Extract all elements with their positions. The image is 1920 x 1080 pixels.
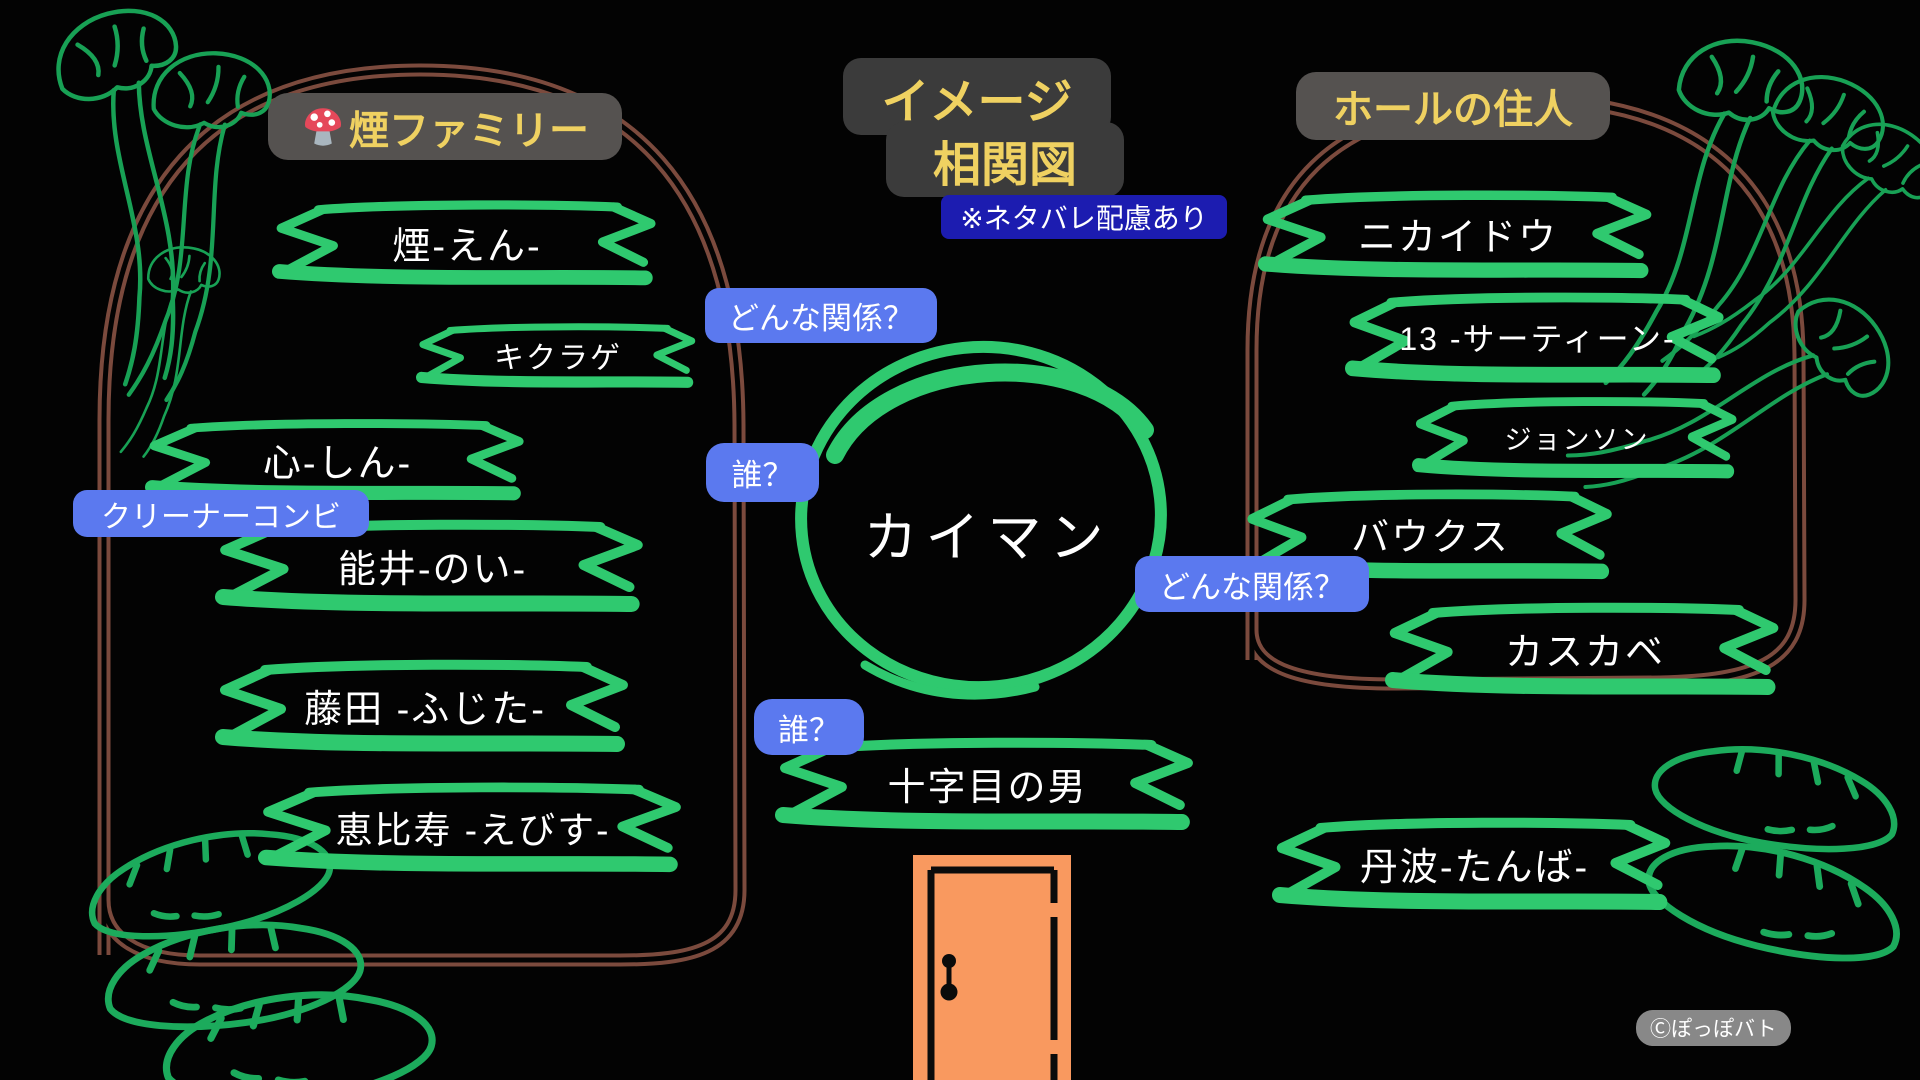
spoiler-note: ※ネタバレ配慮あり (941, 195, 1227, 239)
character-name: 十字目の男 (887, 766, 1088, 809)
page-title-line2: 相関図 (886, 122, 1124, 197)
arch-left (97, 63, 747, 967)
character-name: キクラゲ (494, 342, 622, 375)
ribbon-shape (416, 323, 696, 388)
banner-cross-eyes: 十字目の男 (775, 733, 1200, 833)
banner-ebisu: 恵比寿 -えびす- (258, 778, 688, 875)
character-name: 丹波-たんば- (1359, 846, 1590, 889)
ribbon-shape (215, 659, 628, 752)
title-text: 相関図 (932, 138, 1077, 192)
hand-drawn-circle (795, 340, 1167, 700)
label-relation-right: どんな関係？ (1135, 556, 1369, 612)
main-character-name: カイマン (863, 508, 1112, 568)
banner-kikurage: キクラゲ (416, 320, 700, 390)
character-name: 13 -サーティーン- (1399, 321, 1676, 357)
label-who-upper: 誰？ (706, 443, 819, 502)
character-name: 恵比寿 -えびす- (335, 809, 611, 851)
door-icon (913, 855, 1071, 1080)
ribbon-shape (1345, 292, 1724, 384)
banner-fujita: 藤田 -ふじた- (215, 655, 635, 755)
character-name: 能井-のい- (337, 548, 528, 591)
banner-johnson: ジョンソン (1412, 393, 1742, 481)
ribbon-shape (775, 737, 1193, 830)
title-text: イメージ (881, 75, 1073, 129)
credit-badge: Ⓒぽっぽバト (1636, 1010, 1791, 1046)
ribbon-shape (258, 782, 681, 873)
ribbon-shape (1385, 602, 1779, 695)
caiman-circle: カイマン (795, 335, 1180, 705)
character-name: ニカイドウ (1357, 217, 1558, 259)
group-header-label: 煙ファミリー (349, 108, 589, 153)
banner-en: 煙-えん- (272, 196, 662, 288)
character-name: 煙-えん- (392, 225, 542, 268)
character-name: バウクス (1351, 517, 1510, 559)
label-relation-left: どんな関係？ (705, 288, 937, 343)
character-name: カスカベ (1504, 631, 1665, 674)
arch-right (1245, 93, 1807, 691)
banner-tanba: 丹波-たんば- (1272, 813, 1677, 913)
character-name: 藤田 -ふじた- (304, 688, 546, 731)
character-name: 心-しん- (262, 442, 413, 485)
page-title-line1: イメージ (843, 58, 1111, 135)
label-who-lower: 誰？ (754, 699, 864, 755)
header-smoke-family: 煙ファミリー (268, 93, 622, 160)
group-header-label: ホールの住人 (1333, 88, 1573, 132)
ribbon-shape (1272, 817, 1671, 910)
mushroom-icon (304, 107, 342, 146)
header-hole-residents: ホールの住人 (1296, 72, 1610, 140)
ribbon-shape (1412, 397, 1737, 479)
ribbon-shape (1258, 190, 1652, 279)
banner-nikaido: ニカイドウ (1258, 186, 1658, 281)
banner-kasukabe: カスカベ (1385, 598, 1785, 698)
gyoza-bottom-right (1640, 739, 1907, 970)
label-cleaner-combo: クリーナーコンビ (73, 490, 369, 537)
character-name: ジョンソン (1504, 424, 1650, 455)
ribbon-shape (272, 200, 656, 286)
banner-thirteen: 13 -サーティーン- (1345, 288, 1730, 386)
